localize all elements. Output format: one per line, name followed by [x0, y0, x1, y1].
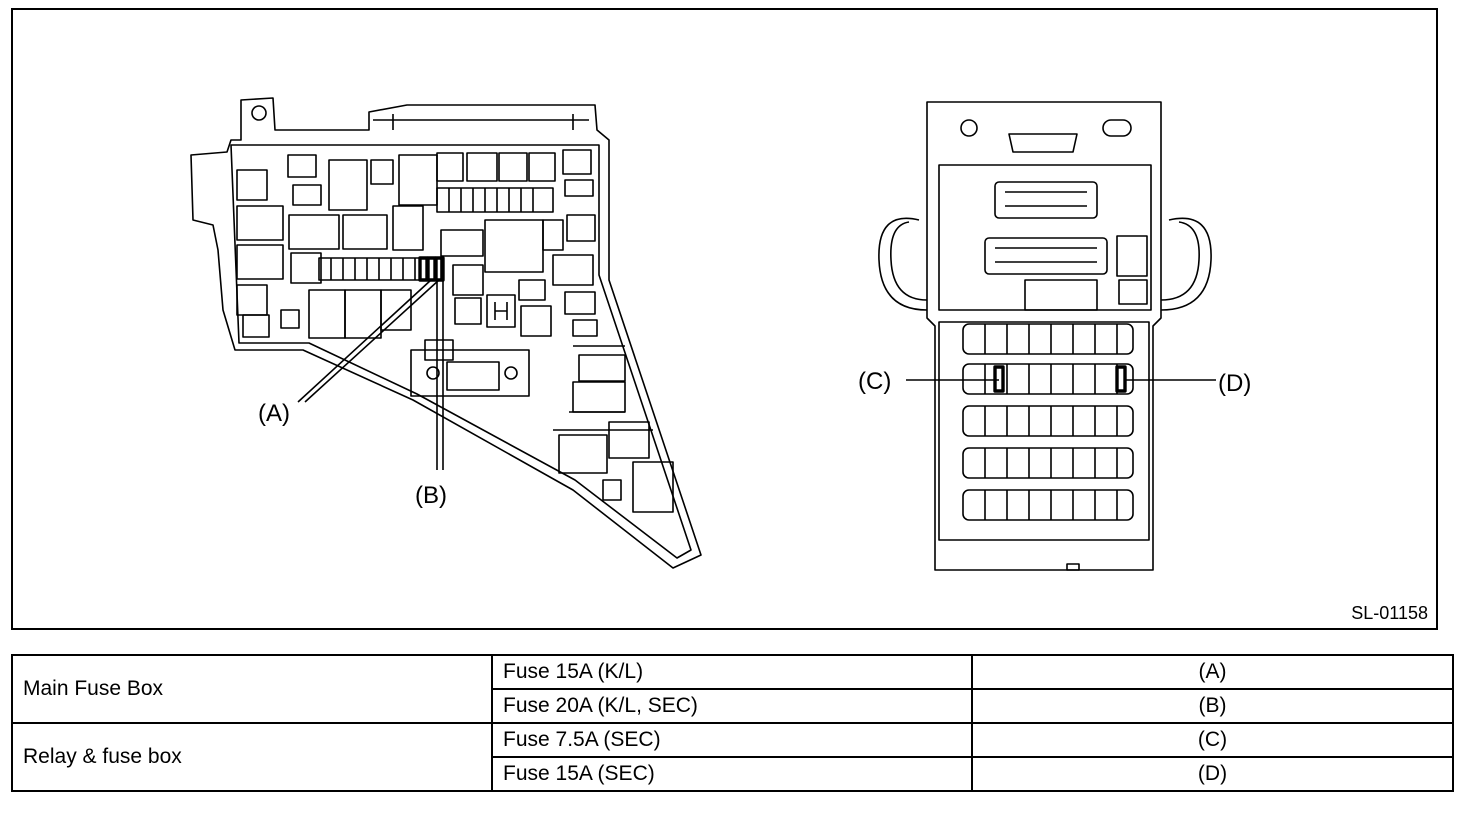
callout-a: (A) [258, 400, 290, 427]
ref-cell: (C) [971, 722, 1454, 758]
main-fuse-box [190, 97, 702, 569]
callout-d: (D) [1218, 370, 1252, 397]
figure-id: SL-01158 [1351, 603, 1428, 623]
table-row: Fuse 15A (SEC) (D) [12, 756, 1454, 792]
table-row: Main Fuse Box Fuse 15A (K/L) (A) [11, 654, 1454, 724]
fuse-legend-table: Main Fuse Box Fuse 15A (K/L) (A) Fuse 20… [11, 654, 1454, 792]
ref-cell: (D) [971, 756, 1454, 792]
callout-c: (C) [858, 368, 892, 395]
ref-cell: (A) [971, 654, 1454, 690]
box-name-cell: Main Fuse Box [11, 654, 493, 724]
fuse-cell: Fuse 20A (K/L, SEC) [491, 688, 973, 724]
table-row: Relay & fuse box Fuse 7.5A (SEC) (C) [11, 722, 1454, 792]
callout-b: (B) [415, 482, 447, 509]
fuse-cell: Fuse 15A (K/L) [491, 654, 973, 690]
leader-lines [297, 279, 1216, 470]
box-name-cell: Relay & fuse box [11, 722, 493, 792]
table-row: Fuse 20A (K/L, SEC) (B) [12, 688, 1454, 724]
diagram-figure: (A) (B) (C) (D) SL-01158 [11, 8, 1438, 630]
ref-cell: (B) [971, 688, 1454, 724]
fuse-cell: Fuse 7.5A (SEC) [491, 722, 973, 758]
relay-fuse-box [878, 101, 1212, 571]
fuse-cell: Fuse 15A (SEC) [491, 756, 973, 792]
